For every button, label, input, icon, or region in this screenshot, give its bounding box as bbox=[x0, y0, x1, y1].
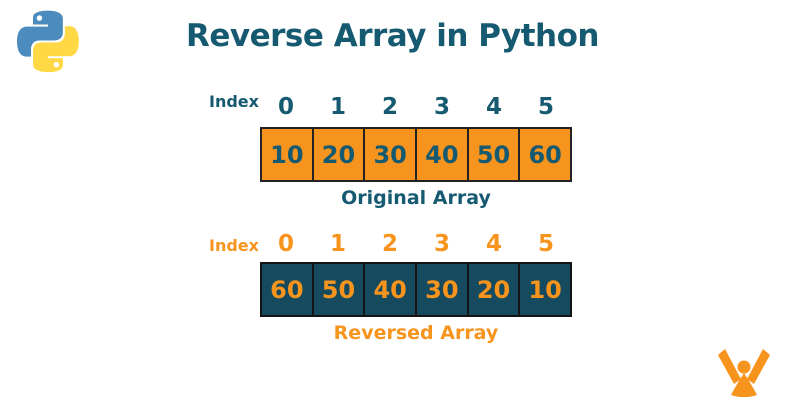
array-cell: 50 bbox=[313, 264, 366, 315]
original-array-caption: Original Array bbox=[341, 187, 491, 209]
array-cell: 30 bbox=[417, 264, 469, 315]
array-cell: 20 bbox=[468, 264, 521, 315]
original-array-row: 10 20 30 40 50 60 bbox=[260, 127, 572, 182]
index-number: 4 bbox=[485, 94, 502, 120]
array-cell: 40 bbox=[365, 264, 418, 315]
original-index-label: Index bbox=[209, 92, 259, 111]
index-number: 2 bbox=[381, 94, 398, 120]
array-cell: 10 bbox=[520, 264, 571, 315]
array-cell: 50 bbox=[468, 129, 521, 180]
index-number: 5 bbox=[537, 94, 554, 120]
reversed-index-row: 0 1 2 3 4 5 bbox=[260, 231, 572, 257]
index-number: 0 bbox=[277, 231, 294, 257]
array-cell: 40 bbox=[417, 129, 469, 180]
page-title: Reverse Array in Python bbox=[186, 18, 599, 54]
array-cell: 10 bbox=[262, 129, 314, 180]
person-victory-logo-icon bbox=[718, 349, 770, 397]
index-number: 3 bbox=[433, 231, 450, 257]
index-number: 2 bbox=[381, 231, 398, 257]
reversed-array-row: 60 50 40 30 20 10 bbox=[260, 262, 572, 317]
array-cell: 30 bbox=[365, 129, 418, 180]
index-number: 4 bbox=[485, 231, 502, 257]
python-logo-icon bbox=[17, 10, 79, 73]
reversed-index-label: Index bbox=[209, 236, 259, 255]
array-cell: 20 bbox=[313, 129, 366, 180]
original-index-row: 0 1 2 3 4 5 bbox=[260, 94, 572, 120]
index-number: 1 bbox=[329, 231, 346, 257]
array-cell: 60 bbox=[262, 264, 314, 315]
array-cell: 60 bbox=[520, 129, 571, 180]
index-number: 3 bbox=[433, 94, 450, 120]
index-number: 0 bbox=[277, 94, 294, 120]
index-number: 5 bbox=[537, 231, 554, 257]
reversed-array-caption: Reversed Array bbox=[333, 322, 499, 344]
index-number: 1 bbox=[329, 94, 346, 120]
